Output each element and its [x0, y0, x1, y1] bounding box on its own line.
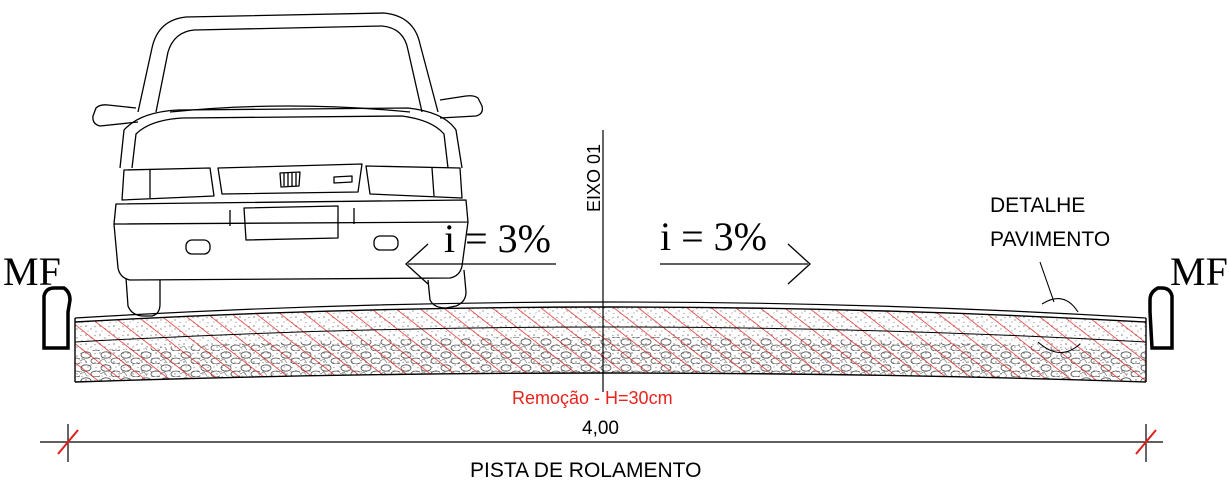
- dimension-line: [40, 424, 1163, 462]
- lane-label: PISTA DE ROLAMENTO: [470, 459, 701, 482]
- curb-left-icon: [42, 286, 72, 350]
- detail-callout: [1037, 261, 1081, 354]
- slope-left-label: i = 3%: [444, 216, 551, 261]
- pavement-section: [74, 301, 1147, 383]
- slope-right-label: i = 3%: [660, 214, 767, 259]
- curb-right-icon: [1148, 286, 1174, 350]
- dimension-value: 4,00: [582, 418, 619, 439]
- slope-arrow-left-icon: [405, 243, 556, 285]
- marker-left-label: MF: [3, 249, 61, 294]
- pavement-surface-line: [74, 301, 1147, 319]
- slope-arrow-right-icon: [660, 243, 811, 285]
- axis-label: EIXO 01: [584, 144, 604, 212]
- marker-right-label: MF: [1170, 249, 1228, 294]
- base-layer-line: [74, 326, 1147, 343]
- pavement-bottom-line: [74, 372, 1147, 383]
- pavement-top-line: [74, 306, 1147, 323]
- dimension-tick-icon: [57, 429, 79, 455]
- car-front-icon: [92, 12, 484, 317]
- removal-label: Remoção - H=30cm: [512, 388, 673, 408]
- dimension-tick-icon: [1135, 429, 1157, 455]
- detail-label-line1: DETALHE: [990, 194, 1085, 217]
- detail-label-line2: PAVIMENTO: [990, 228, 1110, 251]
